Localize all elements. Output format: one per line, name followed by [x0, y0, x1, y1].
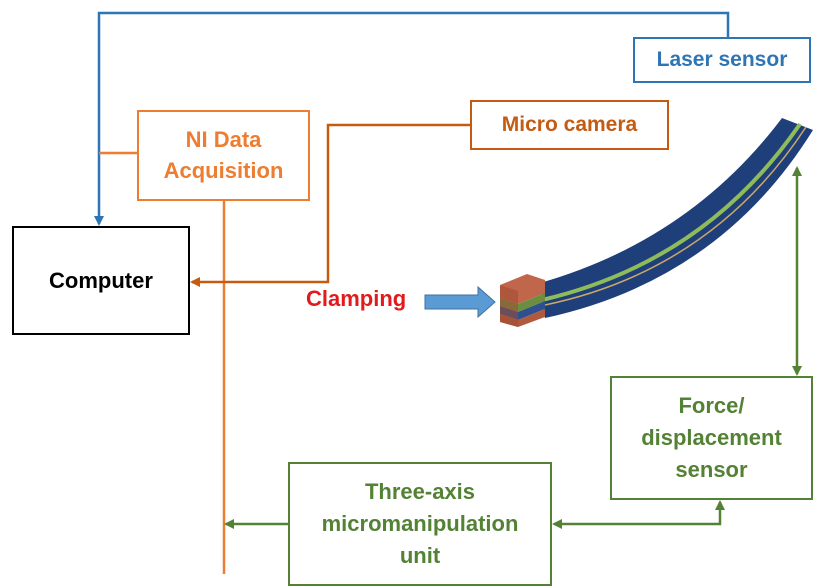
three-axis-label-line1: Three-axis: [364, 479, 476, 505]
laser-to-computer-line: [94, 11, 730, 226]
three-axis-label-line2: micromanipulation: [321, 511, 519, 537]
clamping-label: Clamping: [306, 286, 407, 311]
laser-sensor-box: Laser sensor: [633, 37, 811, 83]
ni-data-acquisition-box: NI Data Acquisition: [137, 110, 310, 201]
force-sensor-label-line2: displacement: [641, 425, 782, 451]
cantilever-beam: [540, 118, 813, 318]
three-axis-micromanipulation-box: Three-axis micromanipulation unit: [288, 462, 552, 586]
cantilever-beam-edge: [544, 126, 807, 306]
force-sensor-label-line3: sensor: [675, 456, 748, 482]
computer-box: Computer: [12, 226, 190, 335]
three-axis-label-line3: unit: [399, 542, 441, 568]
micro-camera-box: Micro camera: [470, 100, 669, 150]
clamp-block: [500, 274, 545, 327]
force-to-three-axis-arrow: [552, 500, 725, 529]
clamping-arrow: [424, 285, 496, 319]
ni-daq-label-line2: Acquisition: [163, 157, 284, 183]
force-sensor-label-line1: Force/: [678, 393, 745, 419]
force-displacement-sensor-box: Force/ displacement sensor: [610, 376, 813, 500]
ni-daq-label-line1: NI Data: [185, 126, 262, 152]
computer-label: Computer: [49, 267, 153, 293]
micro-camera-label: Micro camera: [501, 113, 638, 136]
camera-to-computer-line: [190, 123, 470, 287]
laser-sensor-label: Laser sensor: [656, 48, 788, 71]
cantilever-beam-stripe: [541, 122, 802, 302]
